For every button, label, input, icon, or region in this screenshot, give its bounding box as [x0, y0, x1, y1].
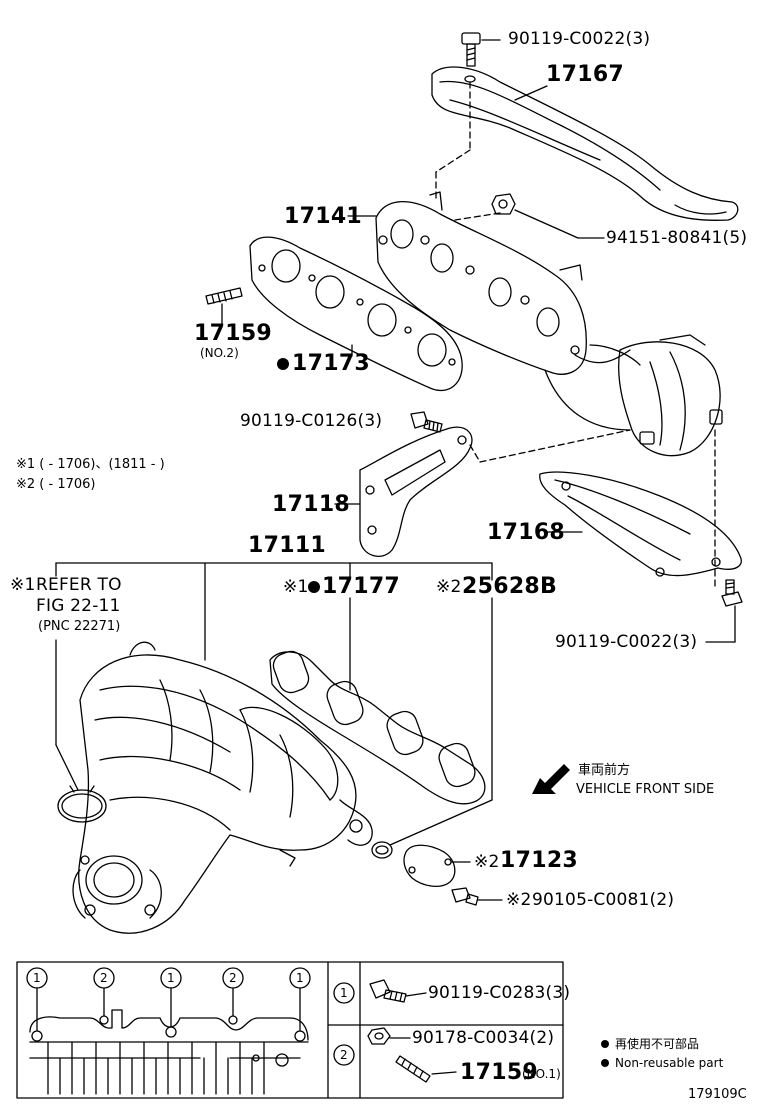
- ref-line-3: (PNC 22271): [38, 619, 121, 634]
- bracket-17118: [359, 426, 473, 557]
- label-17159-no1[interactable]: 17159: [460, 1060, 539, 1085]
- label-25628b[interactable]: 25628B: [462, 574, 558, 599]
- table-row-num-2: 2: [340, 1048, 348, 1062]
- mark-k2-25628b: ※2: [436, 577, 462, 597]
- label-17167[interactable]: 17167: [546, 62, 625, 87]
- front-label-jp: 車両前方: [578, 763, 631, 778]
- circle-num-a: 1: [33, 971, 41, 985]
- label-90119-c0126[interactable]: 90119-C0126(3): [240, 411, 383, 431]
- bolt-90119-c0283-icon: [369, 979, 407, 1003]
- label-no1: (NO.1): [522, 1067, 561, 1081]
- mark-k2-17123: ※2: [474, 852, 500, 872]
- label-90119-c0022-bottom[interactable]: 90119-C0022(3): [555, 632, 698, 652]
- label-90105-c0081[interactable]: 90105-C0081(2): [532, 890, 675, 910]
- label-17159[interactable]: 17159: [194, 321, 273, 346]
- ref-line-2[interactable]: FIG 22-11: [36, 596, 121, 616]
- leader-17167: [514, 85, 548, 101]
- label-17177[interactable]: 17177: [322, 574, 401, 599]
- label-90119-c0283[interactable]: 90119-C0283(3): [428, 983, 571, 1003]
- exhaust-manifold-17141: [375, 191, 723, 457]
- nut-94151-icon: [491, 193, 516, 215]
- dashed-alignment-lines: [435, 81, 716, 587]
- bolt-top-icon: [461, 32, 481, 67]
- bolt-90119-c0022-bottom-icon: [721, 579, 743, 607]
- heat-insulator-17168: [539, 471, 742, 577]
- stud-17159-no1-icon: [395, 1055, 431, 1083]
- label-17173[interactable]: 17173: [292, 351, 371, 376]
- label-17118[interactable]: 17118: [272, 492, 351, 517]
- label-17123[interactable]: 17123: [500, 848, 579, 873]
- legend-jp: 再使用不可部品: [615, 1037, 700, 1051]
- screw-90105-icon: [451, 887, 479, 906]
- gasket-17177: [269, 650, 486, 805]
- legend-en: Non-reusable part: [615, 1056, 724, 1070]
- circle-num-e: 1: [296, 971, 304, 985]
- leader-17111: [55, 562, 493, 846]
- gasket-layout-detail: [29, 987, 309, 1095]
- stud-17159-icon: [205, 287, 243, 305]
- label-17111[interactable]: 17111: [248, 533, 327, 558]
- label-90178-c0034[interactable]: 90178-C0034(2): [412, 1028, 555, 1048]
- front-arrow-icon: [532, 764, 570, 794]
- gasket-25628b-icon: [371, 841, 393, 859]
- note-k2-range: ※2 ( - 1706): [16, 477, 96, 492]
- circle-num-c: 1: [167, 971, 175, 985]
- mark-k1-17177: ※1: [283, 577, 309, 597]
- front-label-en: VEHICLE FRONT SIDE: [576, 782, 715, 797]
- intake-manifold-17111: [72, 641, 373, 934]
- non-reusable-bullets: [277, 358, 609, 1067]
- circle-num-d: 2: [229, 971, 237, 985]
- heat-insulator-17167: [431, 66, 739, 221]
- plate-17123: [403, 844, 456, 888]
- leader-94151: [514, 209, 579, 239]
- callout-circles: [26, 967, 355, 1066]
- circle-num-b: 2: [100, 971, 108, 985]
- ref-line-1[interactable]: REFER TO: [36, 575, 122, 595]
- ring-gasket-icon: [57, 785, 107, 823]
- label-17141[interactable]: 17141: [284, 204, 363, 229]
- label-17168[interactable]: 17168: [487, 520, 566, 545]
- note-k1-range: ※1 ( - 1706)、(1811 - ): [16, 457, 165, 472]
- torque-detail-table: [16, 961, 564, 1099]
- table-row-num-1: 1: [340, 986, 348, 1000]
- label-no2: (NO.2): [200, 346, 239, 360]
- nut-90178-icon: [367, 1027, 391, 1045]
- gasket-17173: [249, 236, 463, 392]
- mark-k2-90105: ※2: [506, 890, 532, 910]
- label-94151-80841[interactable]: 94151-80841(5): [606, 228, 748, 248]
- mark-k1-ref: ※1: [10, 575, 36, 595]
- label-90119-c0022-top[interactable]: 90119-C0022(3): [508, 29, 651, 49]
- bolt-90119-c0126-icon: [410, 411, 443, 433]
- figure-code: 179109C: [688, 1087, 747, 1102]
